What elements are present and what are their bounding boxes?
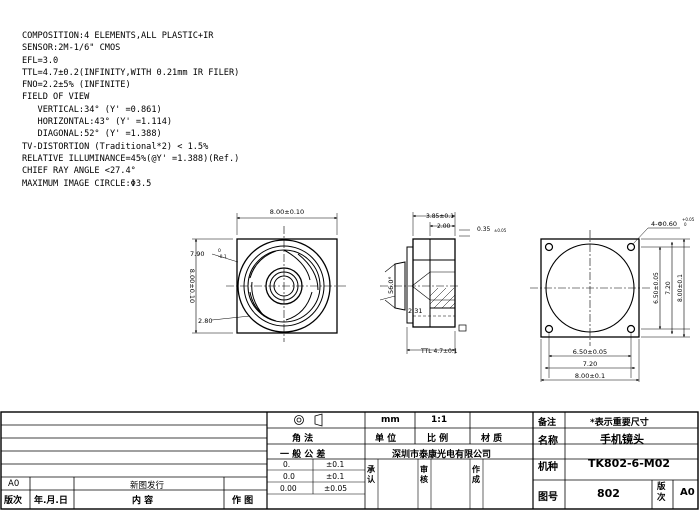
bottom-holes: 4-Φ0.60 xyxy=(651,220,677,228)
side-dim-right: 0.35 xyxy=(477,226,491,233)
bottom-dim-720-v: 7.20 xyxy=(665,281,672,295)
name-value: 手机镜头 xyxy=(600,433,644,446)
side-dim-mid: 2.00 xyxy=(437,223,451,230)
model-label: 机种 xyxy=(538,462,558,473)
front-view xyxy=(192,213,346,342)
material-label: 材 质 xyxy=(481,434,503,444)
front-lens-tol: 0-0.1 xyxy=(218,248,227,260)
model-value: TK802-6-M02 xyxy=(588,457,671,470)
side-angle: 56.0° xyxy=(387,276,395,294)
bottom-view xyxy=(530,227,690,382)
side-ttl: TTL 4.7±0.1 xyxy=(420,348,458,355)
bottom-dim-650-v: 6.50±0.05 xyxy=(653,272,660,304)
unit-label: 单 位 xyxy=(375,434,397,444)
name-label: 名称 xyxy=(538,436,558,447)
tolerance-value-2: ±0.1 xyxy=(326,472,345,481)
spec-line: TV-DISTORTION (Traditional*2) < 1.5% xyxy=(22,141,209,152)
rev-header-content: 内 容 xyxy=(132,496,154,506)
company-name: 深圳市泰康光电有限公司 xyxy=(392,450,492,460)
spec-line: VERTICAL:34° (Y' =0.861) xyxy=(22,104,162,115)
scale-value: 1:1 xyxy=(431,415,448,425)
title-block-grid xyxy=(0,411,699,510)
drawing-no-value: 802 xyxy=(597,487,620,500)
spec-line: FNO=2.2±5% (INFINITE) xyxy=(22,80,131,91)
bottom-dim-800-h: 8.00±0.1 xyxy=(575,372,605,380)
note-label: 备注 xyxy=(538,418,557,428)
spec-line: COMPOSITION:4 ELEMENTS,ALL PLASTIC+IR xyxy=(22,31,214,41)
rev-header-author: 作 图 xyxy=(232,496,254,506)
spec-line: MAXIMUM IMAGE CIRCLE:Φ3.5 xyxy=(22,178,152,189)
tolerance-header: 一 般 公 差 xyxy=(280,450,326,460)
tolerance-precision-1: 0. xyxy=(283,460,291,469)
front-height-dim: 8.00±0.10 xyxy=(188,269,196,303)
tolerance-precision-2: 0.0 xyxy=(283,472,295,481)
version-label: 版 次 xyxy=(657,482,666,503)
side-dim-small: 2.31 xyxy=(408,307,422,315)
spec-line: CHIEF RAY ANGLE <27.4° xyxy=(22,166,136,177)
revision-version: A0 xyxy=(8,479,20,489)
front-aperture-dia: 2.80 xyxy=(198,317,212,325)
rev-header-version: 版次 xyxy=(4,496,23,506)
version-value: A0 xyxy=(680,487,695,498)
front-lens-dia: 7.90 xyxy=(190,250,204,258)
spec-line: SENSOR:2M-1/6" CMOS xyxy=(22,43,121,54)
projection-label: 角 法 xyxy=(292,434,314,444)
spec-line: FIELD OF VIEW xyxy=(22,92,90,103)
scale-label: 比 例 xyxy=(427,434,449,444)
approve-label: 承 认 xyxy=(367,465,375,484)
tolerance-value-1: ±0.1 xyxy=(326,460,345,469)
spec-line: HORIZONTAL:43° (Y' =1.114) xyxy=(22,117,173,128)
drawing-no-label: 图号 xyxy=(538,492,558,503)
tolerance-value-3: ±0.05 xyxy=(324,484,347,493)
spec-line: TTL=4.7±0.2(INFINITY,WITH 0.21mm IR FILE… xyxy=(22,67,240,78)
spec-line: RELATIVE ILLUMINANCE=45%(@Y' =1.388)(Ref… xyxy=(22,153,240,164)
rev-header-date: 年.月.日 xyxy=(34,496,68,506)
review-label: 审 核 xyxy=(420,465,428,484)
side-dim-top: 3.85±0.1 xyxy=(426,213,454,220)
note-value: *表示重要尺寸 xyxy=(590,418,649,428)
bottom-dim-650-h: 6.50±0.05 xyxy=(573,348,607,356)
revision-content: 新图发行 xyxy=(130,481,165,491)
spec-line: EFL=3.0 xyxy=(22,55,59,66)
unit-value: mm xyxy=(381,415,400,425)
bottom-dim-720-h: 7.20 xyxy=(583,360,597,368)
spec-list: COMPOSITION:4 ELEMENTS,ALL PLASTIC+IR SEN… xyxy=(22,30,239,190)
side-view xyxy=(379,212,470,354)
bottom-dim-800-v: 8.00±0.1 xyxy=(677,274,684,302)
spec-line: DIAGONAL:52° (Y' =1.388) xyxy=(22,129,162,140)
tolerance-precision-3: 0.00 xyxy=(280,484,297,493)
side-dim-right-tol: ±0.05 xyxy=(494,228,507,233)
author-label: 作 成 xyxy=(472,465,480,484)
front-width-dim: 8.00±0.10 xyxy=(270,208,304,216)
